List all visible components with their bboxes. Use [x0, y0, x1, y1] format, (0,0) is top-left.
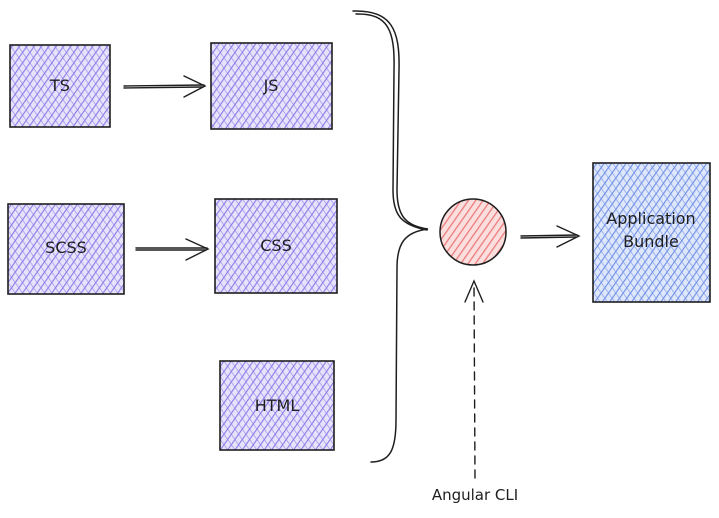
angular-cli-label: Angular CLI: [432, 486, 518, 504]
ts-label: TS: [49, 76, 70, 95]
css-node: CSS: [214, 198, 338, 294]
scss-node: SCSS: [7, 203, 125, 295]
angular-cli-node: [439, 198, 507, 266]
scss-label: SCSS: [45, 238, 87, 257]
bundle-label-line1: Application: [606, 209, 695, 228]
bundle-label-line2: Bundle: [623, 232, 679, 251]
dashed-arrow-cli: [464, 279, 484, 479]
application-bundle-node: Application Bundle: [592, 162, 711, 303]
arrow-scss-to-css: [135, 238, 210, 261]
js-node: JS: [210, 42, 333, 130]
css-label: CSS: [260, 236, 291, 255]
js-label: JS: [263, 76, 279, 95]
grouping-brace: [352, 10, 429, 463]
arrow-ts-to-js: [123, 75, 207, 98]
arrow-cli-to-bundle: [520, 225, 581, 248]
html-label: HTML: [255, 396, 300, 415]
ts-node: TS: [9, 44, 111, 128]
html-node: HTML: [219, 360, 335, 451]
